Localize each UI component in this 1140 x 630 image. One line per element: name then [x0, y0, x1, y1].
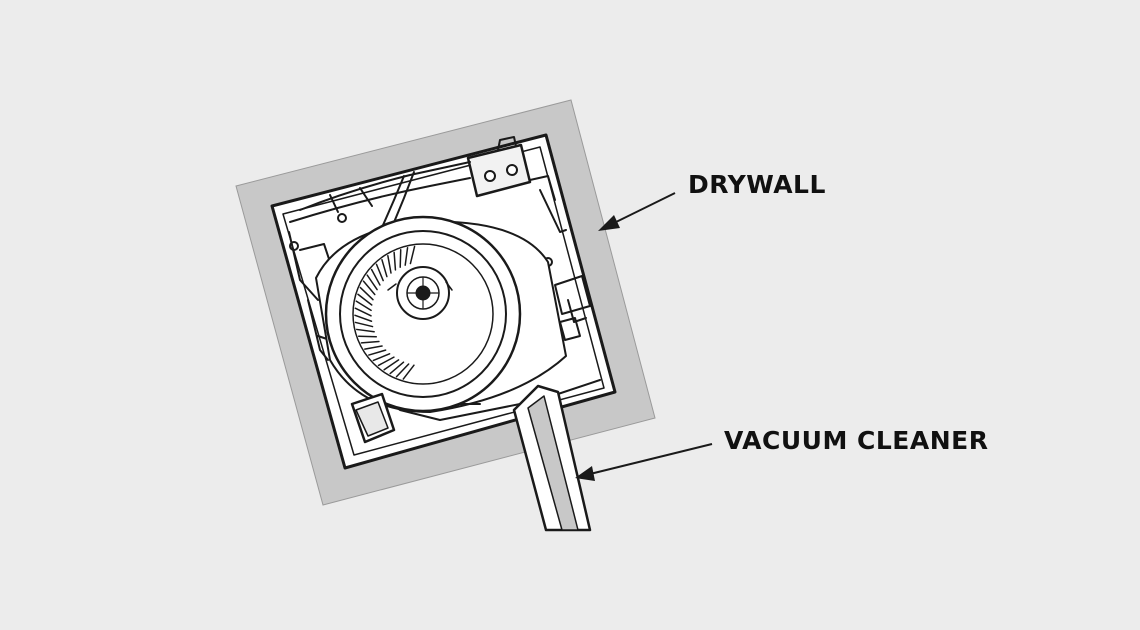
arrow-drywall-head — [598, 215, 620, 231]
blade-line — [357, 293, 373, 306]
drywall-label: DRYWALL — [688, 170, 826, 199]
vacuum-cleaner-label: VACUUM CLEANER — [724, 426, 989, 455]
blade-line — [368, 349, 387, 356]
blade-line — [387, 255, 392, 274]
motor-bracket — [350, 392, 396, 444]
blade-line — [372, 353, 391, 362]
blade-line — [364, 345, 383, 350]
arrow-vacuum-line — [589, 443, 713, 475]
blade-line — [409, 245, 416, 265]
blade-line — [370, 268, 381, 286]
blade-line — [383, 359, 400, 371]
blade-line — [354, 314, 373, 322]
blade-line — [356, 328, 375, 333]
blade-line — [358, 335, 378, 338]
blade-line — [404, 247, 409, 266]
blade-line — [381, 259, 388, 278]
blade-line — [354, 307, 372, 317]
blade-line — [395, 363, 410, 378]
arrow-drywall-line — [611, 192, 676, 225]
terminal-block — [466, 143, 532, 198]
vacuum-nozzle — [512, 384, 592, 532]
blade-line — [360, 340, 380, 344]
blade-line — [389, 361, 405, 375]
blade-line — [393, 251, 397, 271]
blade-line — [354, 321, 374, 328]
blade-line — [402, 364, 415, 380]
fan-blower-wheel — [324, 215, 522, 413]
arrow-vacuum-head — [575, 466, 595, 481]
blade-line — [366, 274, 378, 291]
blade-line — [355, 300, 372, 312]
blade-line — [359, 286, 374, 301]
blade-line — [377, 356, 395, 367]
blade-line — [375, 263, 384, 282]
blade-line — [362, 280, 376, 296]
blade-line — [399, 249, 402, 269]
